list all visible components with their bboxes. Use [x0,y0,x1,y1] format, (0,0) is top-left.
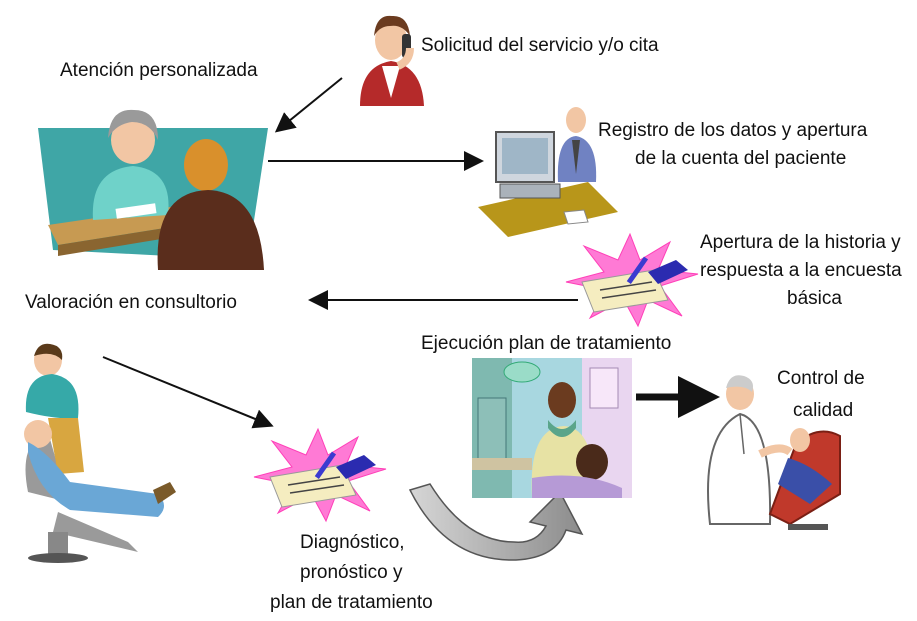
step-diagnostico-line3: plan de tratamiento [270,592,433,613]
dental-chair-icon [707,375,841,530]
step-diagnostico-line1: Diagnóstico, [300,532,405,553]
dentist-patient-icon [24,343,176,563]
consultation-desk-icon [38,109,268,270]
step-atencion-label: Atención personalizada [60,60,258,81]
step-registro-line2: de la cuenta del paciente [635,148,847,169]
arrow-valoracion-to-diagnostico [102,356,274,429]
step-valoracion-label: Valoración en consultorio [25,292,237,313]
step-ejecucion-label: Ejecución plan de tratamiento [421,333,672,354]
signing-document-icon [565,232,699,328]
signing-document-icon [253,427,387,523]
step-historia-line3: básica [787,288,842,309]
arrow-solicitud-to-atencion [274,77,343,133]
step-solicitud-label: Solicitud del servicio y/o cita [421,35,659,56]
treatment-room-icon [472,358,632,498]
computer-clerk-icon [478,107,618,237]
step-historia-line1: Apertura de la historia y [700,232,901,253]
step-historia-line2: respuesta a la encuesta [700,260,902,281]
step-registro-line1: Registro de los datos y apertura [598,120,868,141]
curved-arrow-icon [408,483,584,561]
woman-on-phone-icon [360,15,424,106]
step-control-line1: Control de [777,368,865,389]
step-control-line2: calidad [793,400,854,421]
step-diagnostico-line2: pronóstico y [300,562,403,583]
